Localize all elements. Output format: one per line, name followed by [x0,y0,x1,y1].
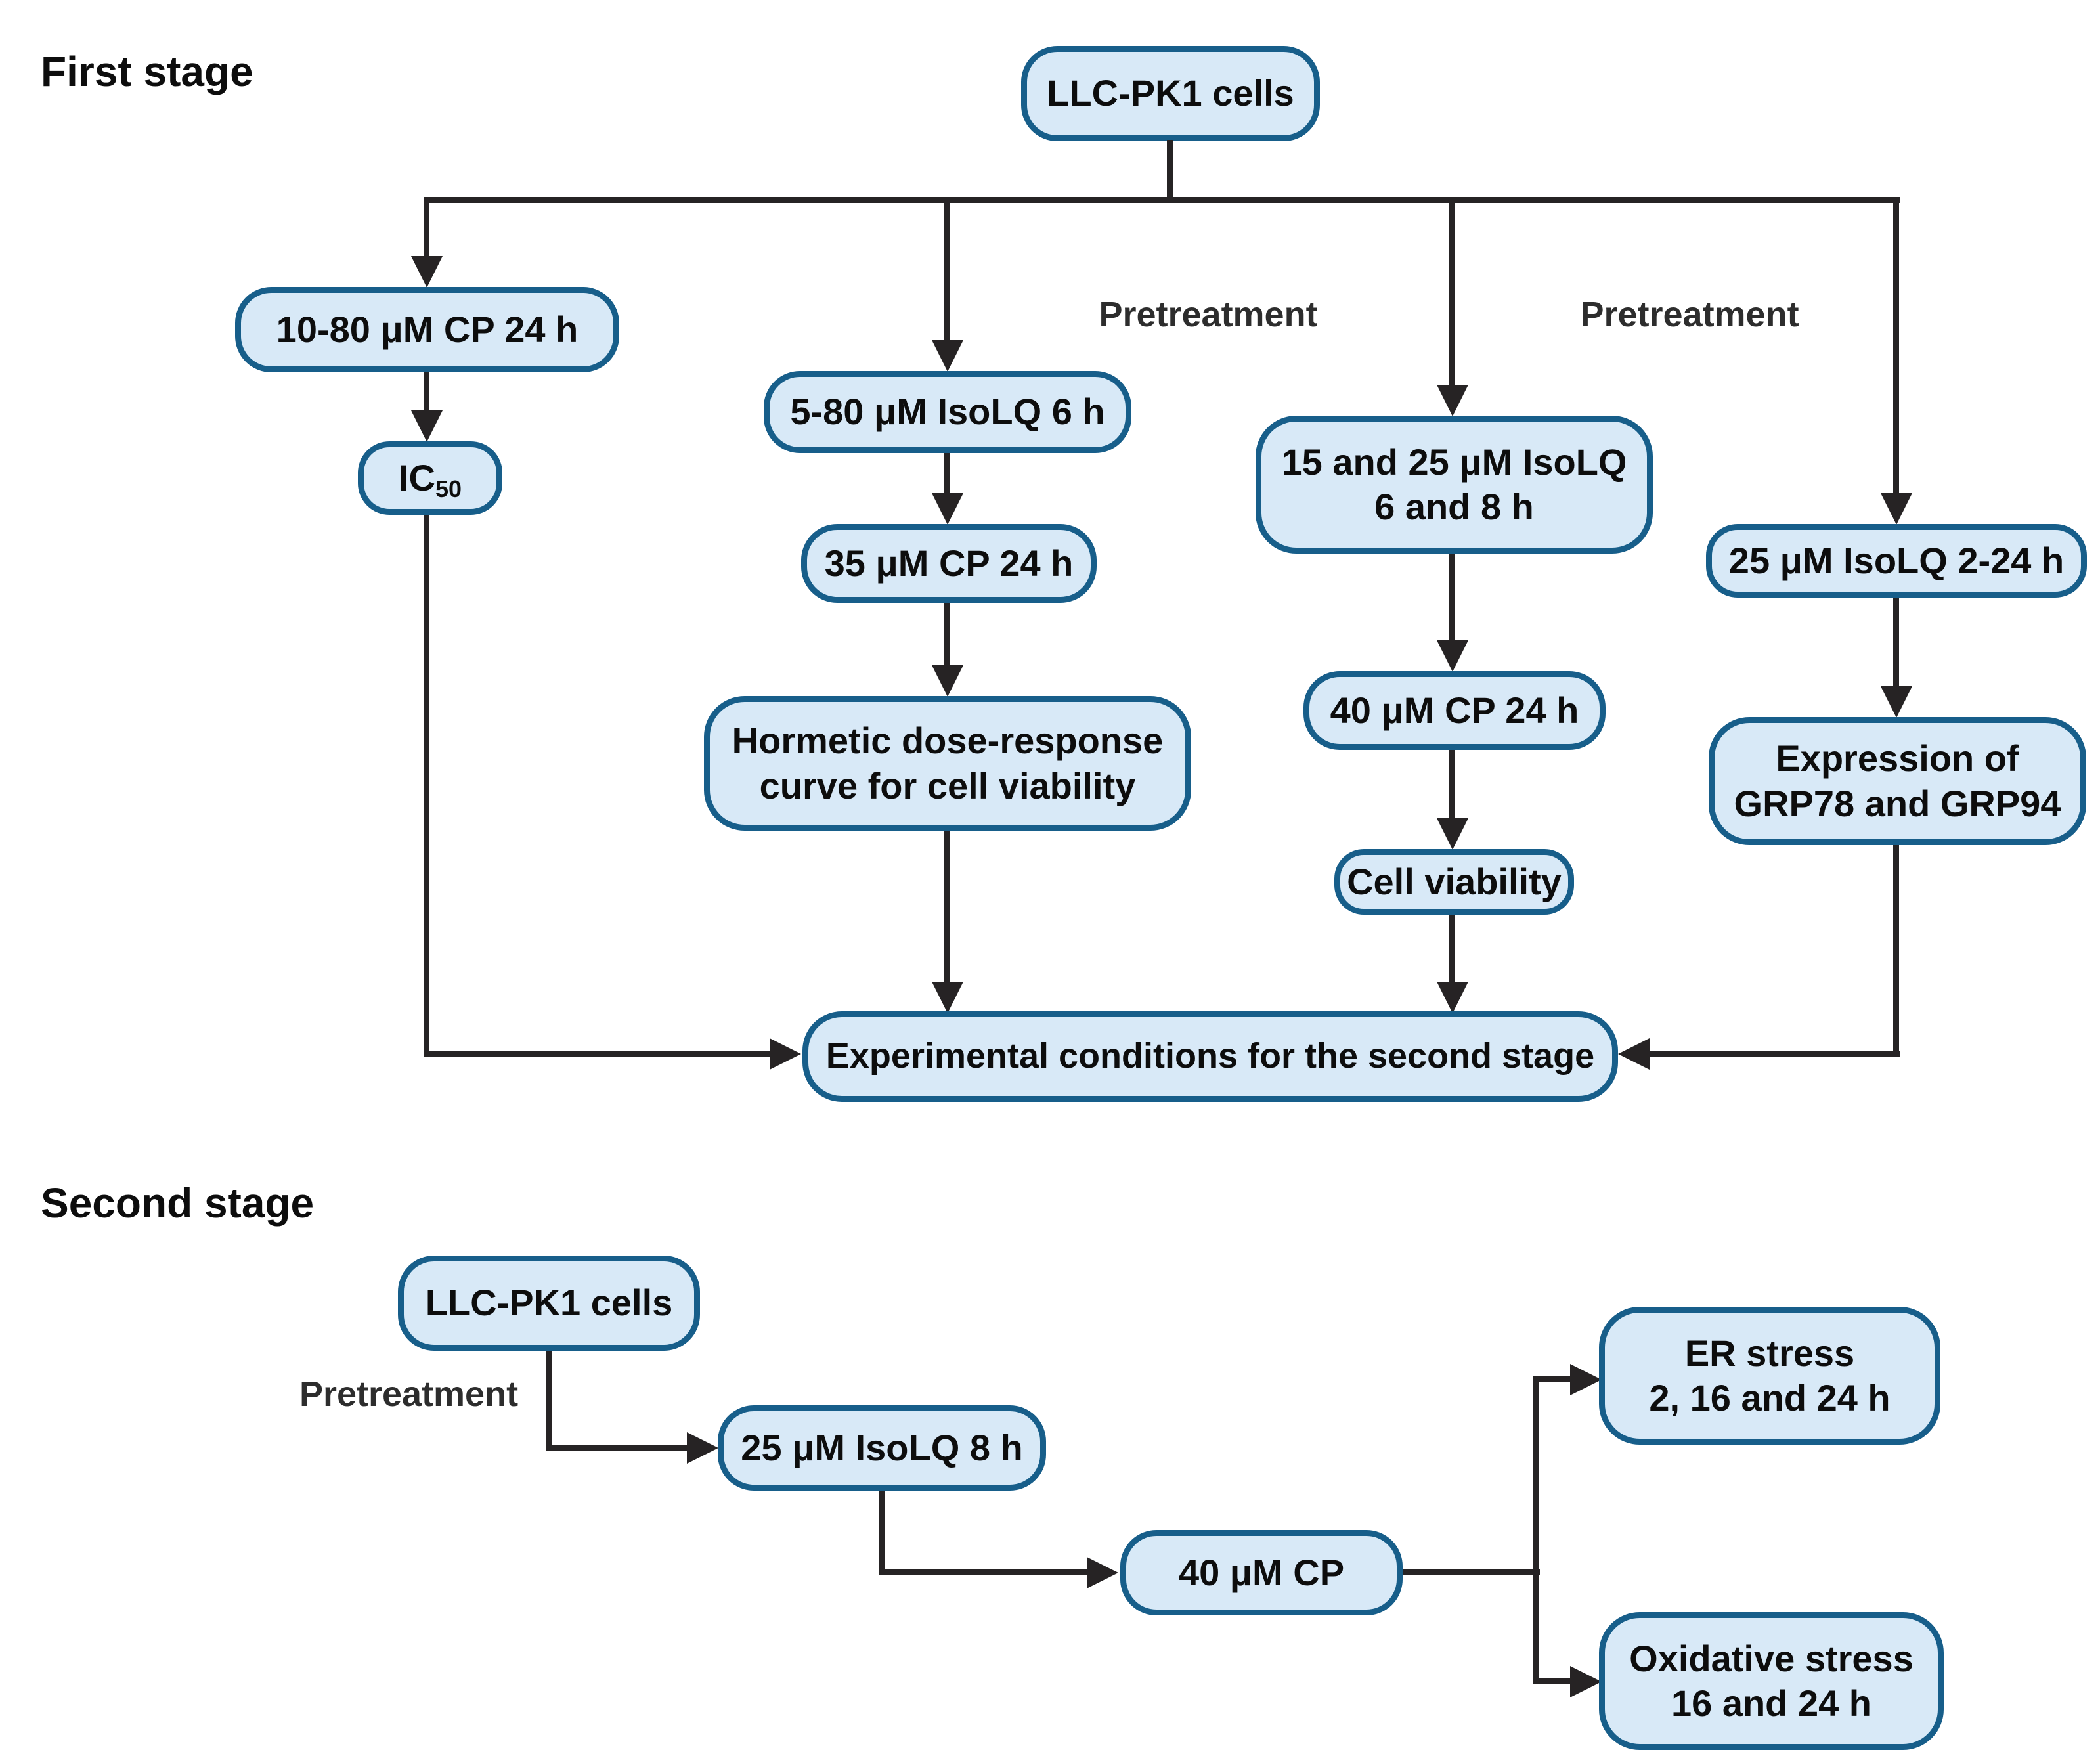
connector-stage1-trunk [424,197,1900,203]
arrowhead-into-cp35 [932,493,963,525]
stage1-heading: First stage [41,48,253,95]
connector-stage2-root-drop [546,1351,552,1451]
arrowhead-left-into-converge [770,1038,801,1070]
node-cp40-24h: 40 μM CP 24 h [1303,671,1606,750]
node-isolq-8h: 25 μM IsoLQ 8 h [718,1405,1046,1491]
connector-branch3-drop [1449,197,1455,385]
label-pretreatment-2: Pretreatment [1580,295,1799,334]
connector-branch4-drop [1893,197,1899,493]
node-stage2-llc-pk1-cells: LLC-PK1 cells [398,1256,700,1351]
node-cell-viability: Cell viability [1334,849,1574,915]
connector-split-to-er [1537,1376,1573,1382]
arrowhead-into-er-stress [1570,1364,1602,1395]
connector-stage2-root-across [546,1445,687,1451]
connector-isolq-range-to-cp35 [944,453,950,493]
connector-branch1-drop [424,197,429,256]
node-isolq-2-24-label: 25 μM IsoLQ 2-24 h [1728,539,2065,581]
node-experimental-conditions-label: Experimental conditions for the second s… [825,1036,1595,1076]
label-pretreatment-1: Pretreatment [1099,295,1318,334]
connector-ic50-drop [424,515,429,1057]
connector-branch2-drop [944,197,950,340]
node-isolq-2-24: 25 μM IsoLQ 2-24 h [1706,524,2087,598]
node-oxidative-stress-line1: Oxidative stress [1629,1637,1914,1679]
connector-isolq-15-25-to-cp40 [1449,554,1455,640]
connector-cp35-to-hormetic [944,603,950,665]
connector-split-to-ox [1537,1678,1573,1684]
node-cp40-24h-label: 40 μM CP 24 h [1330,689,1579,731]
arrowhead-into-oxidative-stress [1570,1666,1602,1697]
node-cp40: 40 μM CP [1120,1530,1403,1615]
node-grp-line2: GRP78 and GRP94 [1734,782,2061,824]
node-isolq-range: 5-80 μM IsoLQ 6 h [764,371,1131,453]
node-stage1-llc-pk1-cells: LLC-PK1 cells [1021,46,1320,141]
connector-grp-drop [1893,845,1899,1057]
node-er-stress-line2: 2, 16 and 24 h [1649,1377,1891,1418]
stage2-heading: Second stage [41,1179,315,1227]
connector-stage1-root-stem [1167,140,1173,203]
node-isolq-8h-label: 25 μM IsoLQ 8 h [741,1426,1023,1468]
arrowhead-into-ic50 [411,410,443,442]
arrowhead-branch1-into-cp-range [411,256,443,288]
node-grp-line1: Expression of [1776,737,2019,779]
connector-isolq-8h-across [879,1569,1087,1575]
arrowhead-into-cp40 [1087,1557,1118,1588]
node-isolq-range-label: 5-80 μM IsoLQ 6 h [790,391,1105,433]
arrowhead-into-grp-expression [1881,686,1912,718]
node-cell-viability-label: Cell viability [1347,860,1562,902]
node-hormetic-line2: curve for cell viability [759,764,1136,806]
node-stage2-llc-pk1-label: LLC-PK1 cells [425,1282,673,1324]
node-cp-range-label: 10-80 μM CP 24 h [276,308,579,350]
node-hormetic-line1: Hormetic dose-response [732,720,1164,762]
connector-cp40-to-cell-viability [1449,750,1455,818]
arrowhead-into-isolq-range [932,340,963,372]
node-experimental-conditions: Experimental conditions for the second s… [802,1011,1618,1102]
arrowhead-into-isolq-8h [687,1432,718,1464]
node-cp40-label: 40 μM CP [1178,1551,1345,1593]
connector-split-vertical [1533,1376,1539,1684]
node-stage1-llc-pk1-label: LLC-PK1 cells [1047,72,1294,114]
node-oxidative-stress: Oxidative stress 16 and 24 h [1599,1612,1944,1750]
arrowhead-into-hormetic [932,665,963,697]
node-er-stress: ER stress 2, 16 and 24 h [1599,1307,1940,1445]
node-isolq-15-25-line1: 15 and 25 μM IsoLQ [1281,441,1627,483]
node-hormetic-curve: Hormetic dose-response curve for cell vi… [704,696,1191,831]
node-ic50-label: IC 50 [398,456,462,502]
node-cp35-label: 35 μM CP 24 h [824,542,1074,584]
node-cp-range: 10-80 μM CP 24 h [235,287,619,372]
connector-cell-viability-to-converge [1449,915,1455,982]
ic50-main-text: IC [398,456,435,498]
node-er-stress-line1: ER stress [1684,1332,1855,1374]
connector-isolq-8h-drop [879,1491,885,1575]
node-cp35: 35 μM CP 24 h [801,524,1097,603]
node-oxidative-stress-line2: 16 and 24 h [1671,1682,1872,1724]
arrowhead-right-into-converge [1618,1038,1650,1070]
arrowhead-into-cp40-24h [1437,640,1468,672]
connector-grp-to-converge [1647,1051,1900,1057]
node-isolq-15-25-line2: 6 and 8 h [1374,486,1534,527]
connector-hormetic-to-converge [944,831,950,982]
arrowhead-hormetic-into-converge [932,982,963,1013]
arrowhead-into-isolq-2-24 [1881,493,1912,525]
ic50-subscript-text: 50 [435,475,462,502]
node-ic50: IC 50 [358,441,502,515]
connector-cp-range-to-ic50 [424,372,429,410]
arrowhead-into-isolq-15-25 [1437,385,1468,416]
connector-isolq-2-24-to-grp [1893,598,1899,686]
label-pretreatment-stage2: Pretreatment [299,1374,519,1414]
node-grp-expression: Expression of GRP78 and GRP94 [1709,717,2086,845]
connector-ic50-to-converge [424,1051,772,1057]
arrowhead-cell-viability-into-converge [1437,982,1468,1013]
connector-cp40-out [1403,1569,1540,1575]
node-isolq-15-25: 15 and 25 μM IsoLQ 6 and 8 h [1256,416,1653,554]
arrowhead-into-cell-viability [1437,818,1468,850]
